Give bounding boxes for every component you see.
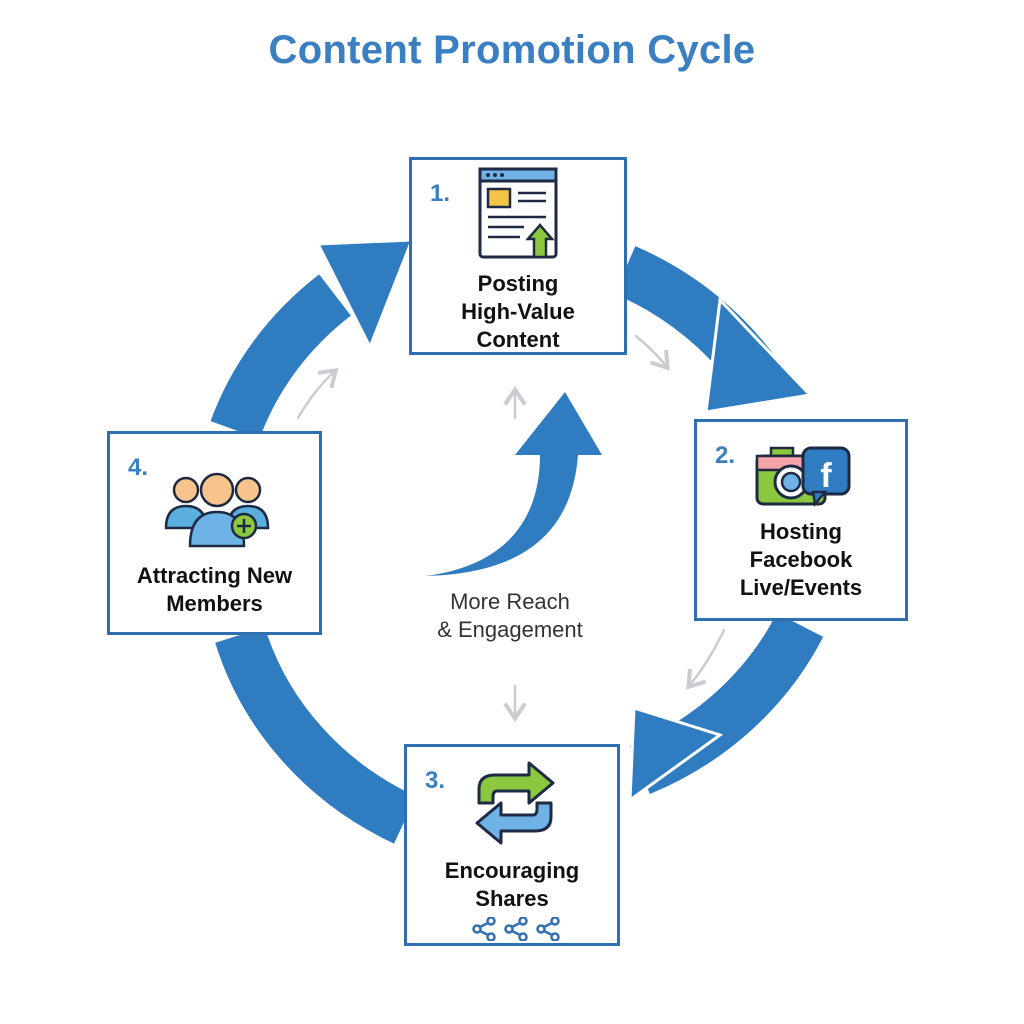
webpage-upload-icon: [478, 167, 558, 259]
arrowhead-to-step-2: [704, 296, 814, 414]
camera-facebook-icon: f: [755, 446, 851, 507]
step-number: 3.: [425, 767, 446, 794]
thin-arrow-1-2: [634, 334, 670, 371]
arrowhead-to-step-3: [628, 705, 724, 804]
thin-arrow-2-3: [686, 628, 726, 690]
page-title: Content Promotion Cycle: [268, 28, 756, 72]
step-number: 4.: [128, 454, 149, 481]
inner-arrows: [296, 334, 726, 723]
step-number: 2.: [715, 442, 736, 469]
step-number: 1.: [430, 180, 451, 207]
share-icon: [472, 917, 496, 941]
ring-segment-4-1: [210, 274, 352, 440]
center-label: More Reach & Engagement: [437, 589, 583, 642]
step-label-4: Attracting New Members: [136, 563, 293, 616]
step-box-4: 4. Attracting New Members: [107, 431, 322, 635]
arrowhead-to-step-1: [315, 238, 415, 351]
step-label-3: Encouraging Shares: [444, 858, 580, 911]
facebook-logo: f: [820, 457, 832, 495]
user-group-add-icon: [164, 472, 270, 548]
step-box-1: 1. Posting High-Value Content: [409, 157, 627, 355]
step-box-3: 3. Encouraging Shares: [404, 744, 620, 946]
thin-arrow-4-1: [296, 367, 339, 420]
cycle-arrowheads: [315, 238, 814, 804]
step-label-2: Hosting Facebook Live/Events: [739, 519, 863, 600]
repeat-arrows-icon: [475, 761, 555, 845]
step-label-1: Posting High-Value Content: [461, 271, 575, 352]
share-icons: [472, 917, 560, 941]
share-icon: [536, 917, 560, 941]
step-box-2: 2. f Hosting Facebook Live/Events: [694, 419, 908, 621]
ring-segment-3-4: [215, 626, 417, 844]
center-swoosh-arrow: [425, 392, 602, 576]
share-icon: [504, 917, 528, 941]
